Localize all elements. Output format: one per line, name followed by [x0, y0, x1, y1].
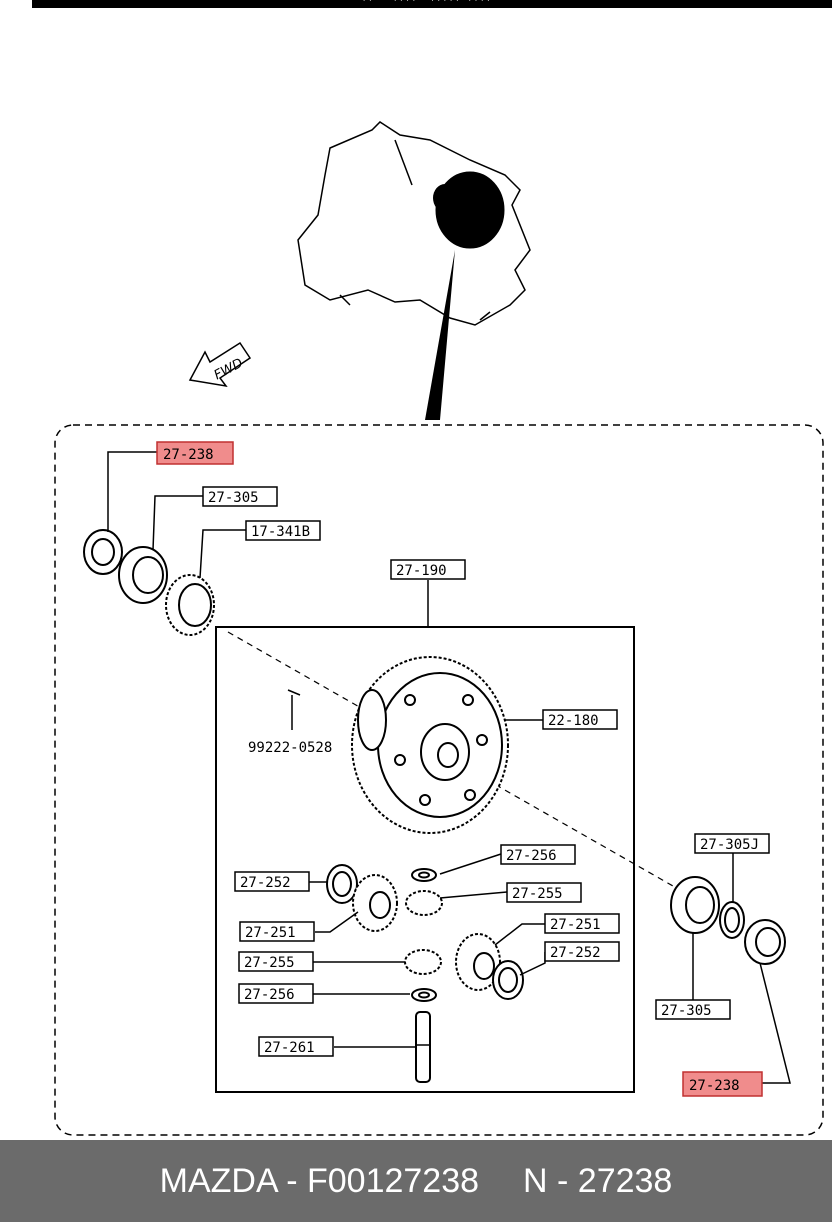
footer-bar: MAZDA - F00127238 N - 27238 — [0, 1140, 832, 1222]
fwd-label: FWD — [212, 356, 246, 383]
thrust-washer-top — [411, 868, 437, 882]
svg-text:27-256: 27-256 — [244, 987, 295, 1003]
ring-gear — [351, 656, 509, 834]
callout-27-252-right: 27-252 — [544, 941, 620, 962]
callout-27-305-right: 27-305 — [655, 999, 731, 1020]
callout-27-255-left: 27-255 — [238, 951, 314, 972]
svg-text:27-255: 27-255 — [512, 886, 563, 902]
svg-text:27-190: 27-190 — [396, 563, 447, 579]
svg-text:17-341B: 17-341B — [251, 524, 310, 540]
svg-text:27-305: 27-305 — [208, 490, 259, 506]
callout-27-261: 27-261 — [258, 1036, 334, 1057]
upper-left-bearing — [83, 529, 123, 575]
callout-27-255-top: 27-255 — [506, 882, 582, 903]
top-bar-text: .. .... ..... .... — [362, 0, 493, 3]
callout-27-256-top: 27-256 — [500, 844, 576, 865]
footer-part-number: MAZDA - F00127238 — [159, 1161, 480, 1200]
svg-text:27-305: 27-305 — [661, 1003, 712, 1019]
assembly-boundary — [54, 424, 824, 1136]
thrust-washer-left — [411, 988, 437, 1002]
svg-text:27-252: 27-252 — [550, 945, 601, 961]
svg-text:27-251: 27-251 — [245, 925, 296, 941]
washer-right — [492, 960, 524, 1000]
callout-22-180: 22-180 — [542, 709, 618, 730]
pinion-left — [404, 949, 442, 975]
upper-left-race — [118, 546, 168, 604]
callout-27-238-top: 27-238 — [156, 441, 234, 465]
side-gear-right — [455, 933, 501, 991]
svg-text:27-255: 27-255 — [244, 955, 295, 971]
pinion-top — [405, 890, 443, 916]
transaxle-housing — [297, 121, 531, 420]
callout-27-305j: 27-305J — [694, 833, 770, 854]
callout-27-305-top: 27-305 — [202, 486, 278, 507]
leader-lines — [107, 451, 791, 1084]
callout-27-190: 27-190 — [390, 559, 466, 580]
svg-text:27-305J: 27-305J — [700, 837, 759, 853]
pinion-shaft — [415, 1011, 431, 1083]
case-assembly-box — [215, 626, 635, 1093]
svg-text:27-238: 27-238 — [689, 1078, 740, 1094]
callout-27-251-left: 27-251 — [239, 921, 315, 942]
svg-text:27-238: 27-238 — [163, 447, 214, 463]
right-bearing — [744, 919, 786, 965]
right-race — [670, 876, 720, 934]
footer-reference: N - 27238 — [523, 1161, 673, 1200]
callout-27-252-left: 27-252 — [234, 871, 310, 892]
svg-text:27-251: 27-251 — [550, 917, 601, 933]
callout-17-341b: 17-341B — [245, 520, 321, 541]
fwd-arrow-icon: FWD — [188, 341, 252, 388]
callout-27-256-left: 27-256 — [238, 983, 314, 1004]
upper-left-gear — [165, 574, 215, 636]
parts-diagram: FWD — [54, 121, 824, 1136]
svg-text:22-180: 22-180 — [548, 713, 599, 729]
svg-text:27-252: 27-252 — [240, 875, 291, 891]
svg-text:27-261: 27-261 — [264, 1040, 315, 1056]
callout-27-251-right: 27-251 — [544, 913, 620, 934]
side-gear-left — [352, 874, 398, 932]
callout-27-238-bottom: 27-238 — [682, 1071, 763, 1097]
top-black-bar: .. .... ..... .... — [32, 0, 832, 8]
svg-text:27-256: 27-256 — [506, 848, 557, 864]
callout-99222-0528: 99222-0528 — [248, 740, 332, 756]
washer-left — [326, 864, 358, 904]
right-shim — [719, 901, 745, 939]
pin — [287, 689, 301, 730]
